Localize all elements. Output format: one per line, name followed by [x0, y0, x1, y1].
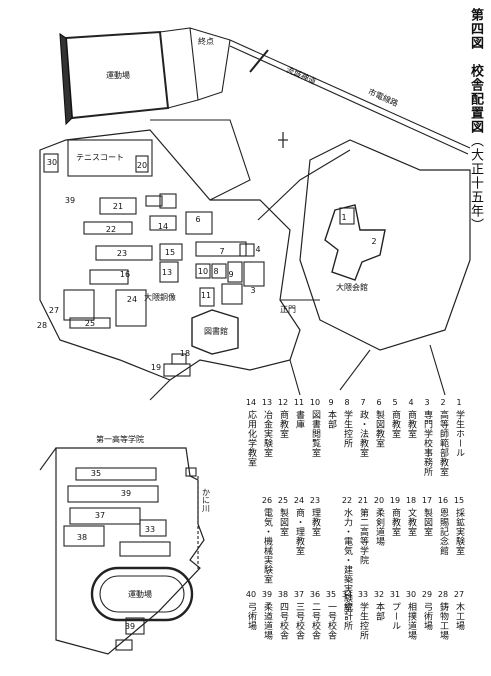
label-athletic-field2: 運動場 [128, 589, 152, 599]
svg-text:28: 28 [37, 321, 47, 330]
svg-text:25: 25 [85, 319, 95, 328]
label-river: 流城神道 [285, 64, 318, 86]
svg-text:24: 24 [127, 295, 137, 304]
label-kanda-river: かに川 [202, 488, 211, 512]
svg-text:2: 2 [371, 237, 376, 246]
svg-text:10: 10 [198, 267, 208, 276]
svg-text:27: 27 [49, 306, 59, 315]
svg-text:18: 18 [180, 349, 190, 358]
svg-text:1: 1 [341, 213, 346, 222]
svg-text:6: 6 [195, 215, 200, 224]
label-okuma-statue: 大隈銅像 [144, 292, 176, 302]
label-main-gate: 正門 [280, 305, 296, 314]
svg-text:13: 13 [162, 268, 172, 277]
label-okuma-hall: 大隈会館 [336, 282, 368, 292]
svg-text:39: 39 [121, 489, 131, 498]
svg-text:7: 7 [219, 247, 224, 256]
tram-line [229, 39, 471, 149]
svg-text:38: 38 [77, 533, 87, 542]
page-title: 第四図 校舎配置図（大正十五年） [466, 8, 485, 232]
svg-text:30: 30 [47, 158, 57, 167]
svg-text:37: 37 [95, 511, 105, 520]
label-tennis: テニスコート [76, 153, 124, 162]
label-terminus: 終点 [198, 36, 214, 46]
label-library: 図書館 [204, 326, 228, 336]
subtitle-text: （大正十五年） [468, 134, 483, 232]
svg-text:33: 33 [145, 525, 155, 534]
svg-text:16: 16 [120, 270, 130, 279]
svg-text:14: 14 [158, 222, 168, 231]
title-text: 第四図 校舎配置図 [468, 8, 483, 134]
svg-text:23: 23 [117, 249, 127, 258]
svg-text:4: 4 [255, 245, 260, 254]
label-tram: 市電線路 [367, 86, 400, 108]
svg-text:15: 15 [165, 248, 175, 257]
svg-text:9: 9 [228, 270, 233, 279]
running-track [90, 566, 194, 622]
label-first-higher: 第一高等学院 [96, 434, 144, 444]
svg-text:35: 35 [91, 469, 101, 478]
svg-text:3: 3 [250, 286, 255, 295]
svg-text:8: 8 [213, 267, 218, 276]
svg-text:19: 19 [151, 363, 161, 372]
label-athletic-field: 運動場 [106, 70, 130, 80]
svg-text:39: 39 [65, 196, 75, 205]
svg-text:39: 39 [125, 622, 135, 631]
svg-text:22: 22 [106, 225, 116, 234]
svg-text:11: 11 [201, 291, 211, 300]
svg-text:20: 20 [137, 161, 147, 170]
svg-text:21: 21 [113, 202, 123, 211]
